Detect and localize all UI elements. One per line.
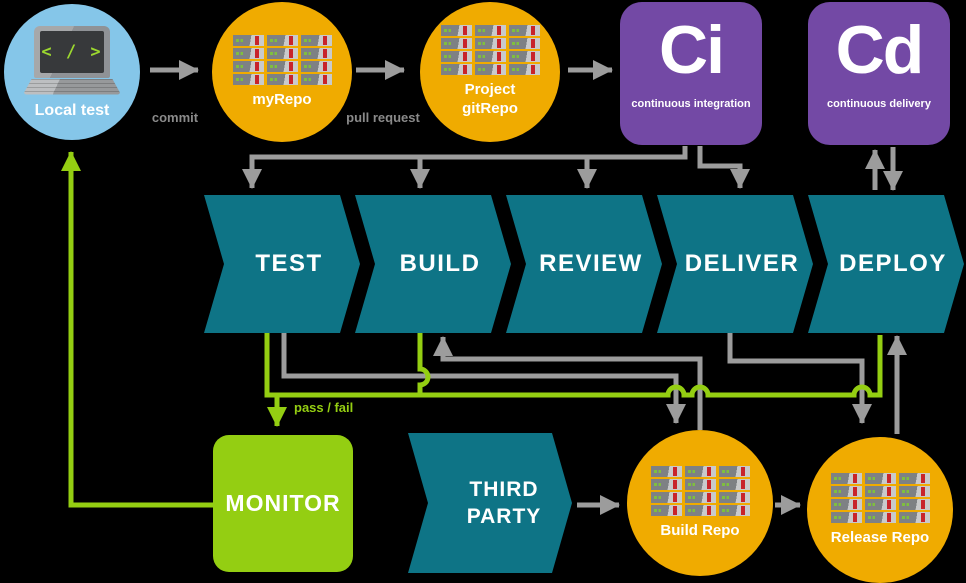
my-repo-label: myRepo: [252, 90, 312, 108]
project-gitrepo-line2: gitRepo: [462, 100, 518, 117]
build-repo-label: Build Repo: [660, 521, 740, 539]
ci-to-test-arrow: [242, 146, 688, 189]
code-glyph: < / >: [41, 41, 103, 62]
cd-node: Cd continuous delivery: [808, 2, 950, 145]
stage-review-label: REVIEW: [539, 250, 643, 278]
stage-deliver-label: DELIVER: [684, 250, 800, 278]
release-repo-label: Release Repo: [830, 528, 930, 546]
monitor-node: MONITOR: [213, 435, 353, 572]
project-gitrepo-line1: Project: [464, 81, 516, 99]
server-rack-icon: [830, 472, 930, 523]
monitor-to-localtest-arrow: [61, 151, 213, 508]
third-party-line2: PARTY: [466, 505, 542, 528]
ci-abbr: Ci: [659, 12, 725, 88]
stage-test-label: TEST: [255, 250, 323, 278]
laptop-screen: < / >: [34, 25, 110, 78]
buildrepo-to-build-arrow: [433, 336, 703, 430]
server-rack-icon: [232, 34, 332, 85]
commit-label: commit: [151, 110, 199, 125]
stage-test: TEST: [204, 195, 360, 333]
local-test-label: Local test: [34, 101, 110, 119]
test-to-buildrepo-arrow: [281, 333, 686, 424]
pass-fail-label: pass / fail: [294, 400, 354, 415]
local-test-node: < / > Local test: [4, 4, 140, 140]
server-rack-icon: [650, 465, 750, 516]
stage-deploy: DEPLOY: [808, 195, 964, 333]
laptop-icon: < / >: [23, 25, 121, 95]
cd-abbr: Cd: [835, 12, 925, 88]
cd-label: continuous delivery: [827, 98, 931, 110]
test-results-line-to-deploy: [264, 333, 883, 398]
stage-build: BUILD: [355, 195, 511, 333]
project-gitrepo-node: Project gitRepo: [420, 2, 560, 142]
ci-label: continuous integration: [631, 98, 751, 110]
project-gitrepo-label: Project gitRepo: [462, 81, 518, 119]
third-party-node: THIRD PARTY: [408, 433, 572, 573]
third-party-line1: THIRD: [469, 477, 539, 501]
my-repo-node: myRepo: [212, 2, 352, 142]
stage-review: REVIEW: [506, 195, 662, 333]
deliver-to-releaserepo-arrow: [727, 333, 872, 424]
build-results-line: [417, 333, 431, 395]
release-repo-node: Release Repo: [807, 437, 953, 583]
stage-build-label: BUILD: [399, 250, 481, 278]
build-repo-node: Build Repo: [627, 430, 773, 576]
server-rack-icon: [440, 25, 540, 76]
ci-node: Ci continuous integration: [620, 2, 762, 145]
stage-deliver: DELIVER: [657, 195, 813, 333]
ci-to-deliver-arrow: [697, 146, 750, 189]
stage-deploy-label: DEPLOY: [839, 250, 947, 278]
third-party-label: THIRD PARTY: [439, 476, 542, 531]
pull-request-label: pull request: [346, 110, 420, 125]
monitor-label: MONITOR: [225, 490, 341, 516]
laptop-keyboard: [23, 78, 121, 95]
